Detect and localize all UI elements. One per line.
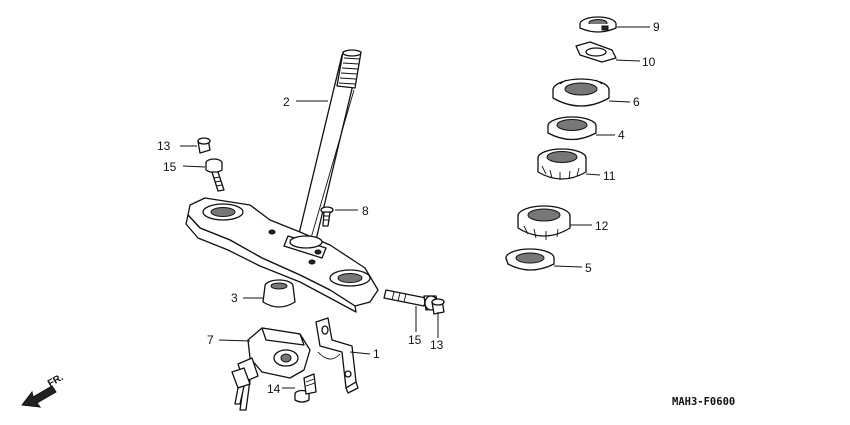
callout-13-upper: 13 [157, 139, 171, 153]
part-3-cap [262, 279, 296, 308]
arrow-down-left-icon [21, 385, 57, 408]
callout-15-upper: 15 [163, 160, 177, 174]
front-label: FR. [46, 372, 66, 390]
part-15-bolt-lower [383, 289, 439, 311]
callout-2: 2 [283, 95, 290, 109]
part-12-bearing [517, 205, 571, 240]
part-11-bearing [537, 148, 587, 180]
callout-4: 4 [618, 128, 625, 142]
callout-14: 14 [267, 382, 281, 396]
callout-6: 6 [633, 95, 640, 109]
steering-stem [185, 49, 379, 313]
callout-9: 9 [653, 20, 660, 34]
callout-8: 8 [362, 204, 369, 218]
callout-7: 7 [207, 333, 214, 347]
leader-lines [180, 26, 650, 389]
callout-3: 3 [231, 291, 238, 305]
callout-12: 12 [595, 219, 609, 233]
part-15-bolt-upper [205, 158, 225, 192]
callout-1: 1 [373, 347, 380, 361]
part-9-lock-nut [579, 16, 617, 33]
part-6-adjusting-nut [552, 78, 610, 107]
part-10-lock-washer [575, 41, 617, 63]
diagram-code: MAH3-F0600 [672, 396, 735, 408]
part-8-screw [320, 206, 334, 227]
part-7-ignition-switch [231, 327, 311, 411]
callout-13-lower: 13 [430, 338, 444, 352]
callout-15-lower: 15 [408, 333, 422, 347]
callout-10: 10 [642, 55, 656, 69]
part-1-bracket [315, 317, 359, 394]
callout-5: 5 [585, 261, 592, 275]
part-14-bolt [294, 373, 317, 403]
part-4-race [547, 116, 597, 141]
part-5-dust-seal [505, 248, 555, 271]
part-13-cap-nut-lower [431, 298, 445, 315]
front-direction-indicator: FR. [21, 372, 66, 408]
part-13-cap-nut-upper [197, 137, 211, 154]
callout-11: 11 [603, 169, 616, 183]
